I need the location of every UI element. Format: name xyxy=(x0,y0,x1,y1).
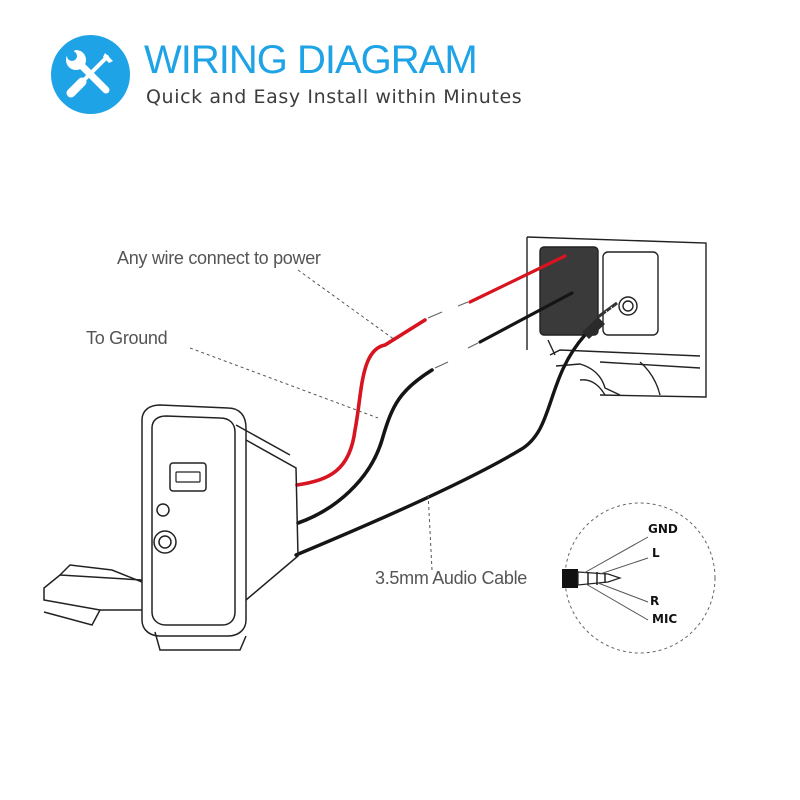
audio-port-panel xyxy=(602,251,659,336)
audio-cable xyxy=(294,333,587,557)
usb-socket-module xyxy=(43,404,299,651)
ground-lead xyxy=(478,291,574,344)
jack-pinout-detail xyxy=(562,502,716,654)
power-callout-label: Any wire connect to power xyxy=(117,248,321,268)
ground-lead-stripped-end xyxy=(467,342,479,349)
power-terminal-block xyxy=(539,246,599,336)
pin-label-gnd: GND xyxy=(648,522,678,536)
power-wire-stripped-end xyxy=(427,311,443,319)
power-lead xyxy=(468,254,567,304)
ground-callout-label: To Ground xyxy=(86,328,168,348)
mic-pin-line xyxy=(585,583,649,621)
audio-callout-label: 3.5mm Audio Cable xyxy=(375,568,527,588)
leader-lines xyxy=(189,269,433,571)
r-pin-line xyxy=(597,582,649,603)
jack-plug-body xyxy=(562,569,578,588)
dashboard-panel xyxy=(526,236,707,398)
diagram-title: WIRING DIAGRAM xyxy=(144,38,478,82)
led-indicator xyxy=(156,503,170,517)
wrench-screwdriver-icon xyxy=(63,43,113,98)
tools-badge xyxy=(51,35,130,114)
ground-wire xyxy=(296,368,434,525)
audio-port xyxy=(618,296,638,316)
power-leader-line xyxy=(297,269,396,341)
l-pin-line xyxy=(599,557,649,575)
usb-port xyxy=(169,462,207,492)
audio-plug xyxy=(582,301,618,339)
diagram-subtitle: Quick and Easy Install within Minutes xyxy=(146,86,523,108)
power-wire xyxy=(295,318,427,487)
pin-label-mic: MIC xyxy=(652,612,678,626)
gnd-pin-line xyxy=(583,536,649,574)
pin-label-r: R xyxy=(650,594,660,608)
ground-wire-stripped-end xyxy=(434,361,449,369)
pin-label-l: L xyxy=(652,546,660,560)
power-lead-stripped-end xyxy=(457,301,469,307)
voltmeter-button xyxy=(153,530,177,554)
audio-leader-line xyxy=(427,491,433,571)
